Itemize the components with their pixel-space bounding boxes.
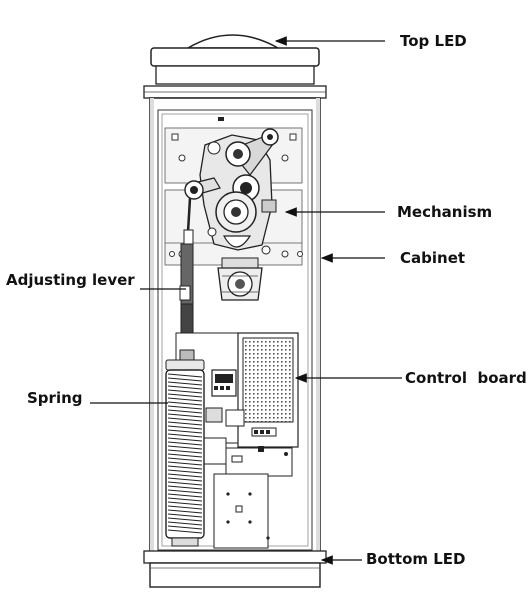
adjusting-lever-label: Adjusting lever bbox=[6, 271, 135, 289]
control-board bbox=[175, 332, 299, 549]
bottom-led bbox=[143, 550, 327, 588]
spring bbox=[165, 349, 205, 547]
top-led bbox=[143, 34, 327, 99]
cabinet-label: Cabinet bbox=[400, 249, 466, 267]
mechanism bbox=[199, 128, 279, 301]
bottom-led-label: Bottom LED bbox=[366, 550, 466, 568]
top-led-label: Top LED bbox=[400, 32, 467, 50]
control-board-label: Control board bbox=[405, 369, 527, 387]
leader-arrows bbox=[90, 36, 402, 565]
mechanism-label: Mechanism bbox=[397, 203, 493, 221]
spring-label: Spring bbox=[27, 389, 83, 407]
